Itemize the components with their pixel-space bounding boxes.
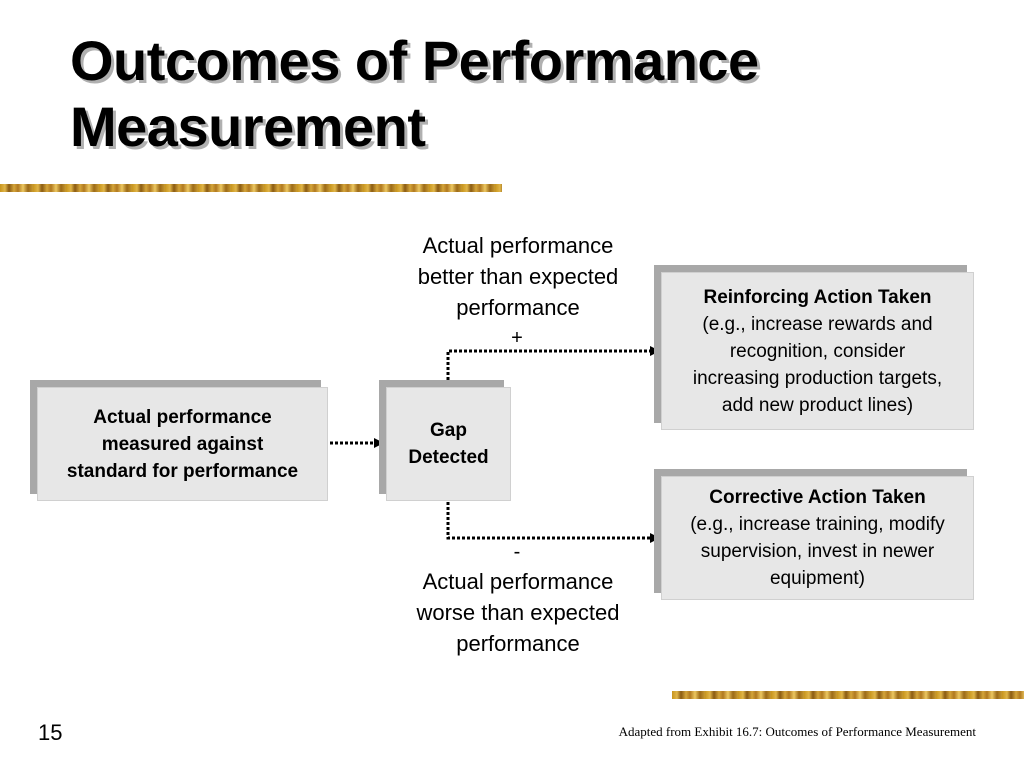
- corrective-line-1: (e.g., increase training, modify: [690, 514, 945, 535]
- decorative-stripe-bottom: [672, 691, 1024, 699]
- measure-box-line-3: standard for performance: [66, 460, 299, 482]
- arrow-gap-to-reinforcing: [446, 346, 660, 385]
- measure-box-line-1: Actual performance: [93, 406, 272, 428]
- slide-title-line-2: Measurement: [70, 95, 426, 158]
- slide-title: Outcomes of Performance Measurement: [70, 28, 950, 160]
- gap-detected-box: Gap Detected: [386, 387, 511, 501]
- better-label-line-3: performance: [456, 295, 580, 320]
- measure-box-line-2: measured against: [101, 433, 264, 455]
- corrective-heading: Corrective Action Taken: [709, 487, 926, 508]
- plus-sign: +: [511, 327, 523, 349]
- reinforcing-line-4: add new product lines): [721, 394, 914, 416]
- minus-sign: -: [513, 541, 521, 563]
- better-than-expected-label: Actual performance better than expected …: [380, 230, 656, 323]
- corrective-line-2: supervision, invest in newer: [700, 541, 935, 562]
- source-note: Adapted from Exhibit 16.7: Outcomes of P…: [618, 724, 976, 739]
- better-label-line-2: better than expected: [417, 264, 619, 289]
- page-number: 15: [38, 720, 63, 745]
- reinforcing-heading: Reinforcing Action Taken: [703, 286, 932, 308]
- arrow-gap-to-corrective: [446, 502, 660, 543]
- worse-label-line-1: Actual performance: [422, 569, 614, 594]
- worse-label-line-2: worse than expected: [416, 600, 620, 625]
- slide-title-line-1: Outcomes of Performance: [70, 29, 759, 92]
- worse-than-expected-label: Actual performance worse than expected p…: [380, 566, 656, 659]
- worse-label-line-3: performance: [456, 631, 580, 656]
- measure-box: Actual performance measured against stan…: [37, 387, 328, 501]
- decorative-stripe-top: [0, 184, 502, 192]
- better-label-line-1: Actual performance: [422, 233, 614, 258]
- reinforcing-line-3: increasing production targets,: [692, 367, 943, 389]
- gap-box-line-1: Gap: [430, 420, 467, 441]
- reinforcing-line-2: recognition, consider: [729, 340, 906, 362]
- corrective-action-box: Corrective Action Taken (e.g., increase …: [661, 476, 974, 600]
- gap-box-line-2: Detected: [408, 447, 489, 468]
- corrective-line-3: equipment): [769, 568, 866, 589]
- reinforcing-action-box: Reinforcing Action Taken (e.g., increase…: [661, 272, 974, 430]
- reinforcing-line-1: (e.g., increase rewards and: [702, 313, 933, 335]
